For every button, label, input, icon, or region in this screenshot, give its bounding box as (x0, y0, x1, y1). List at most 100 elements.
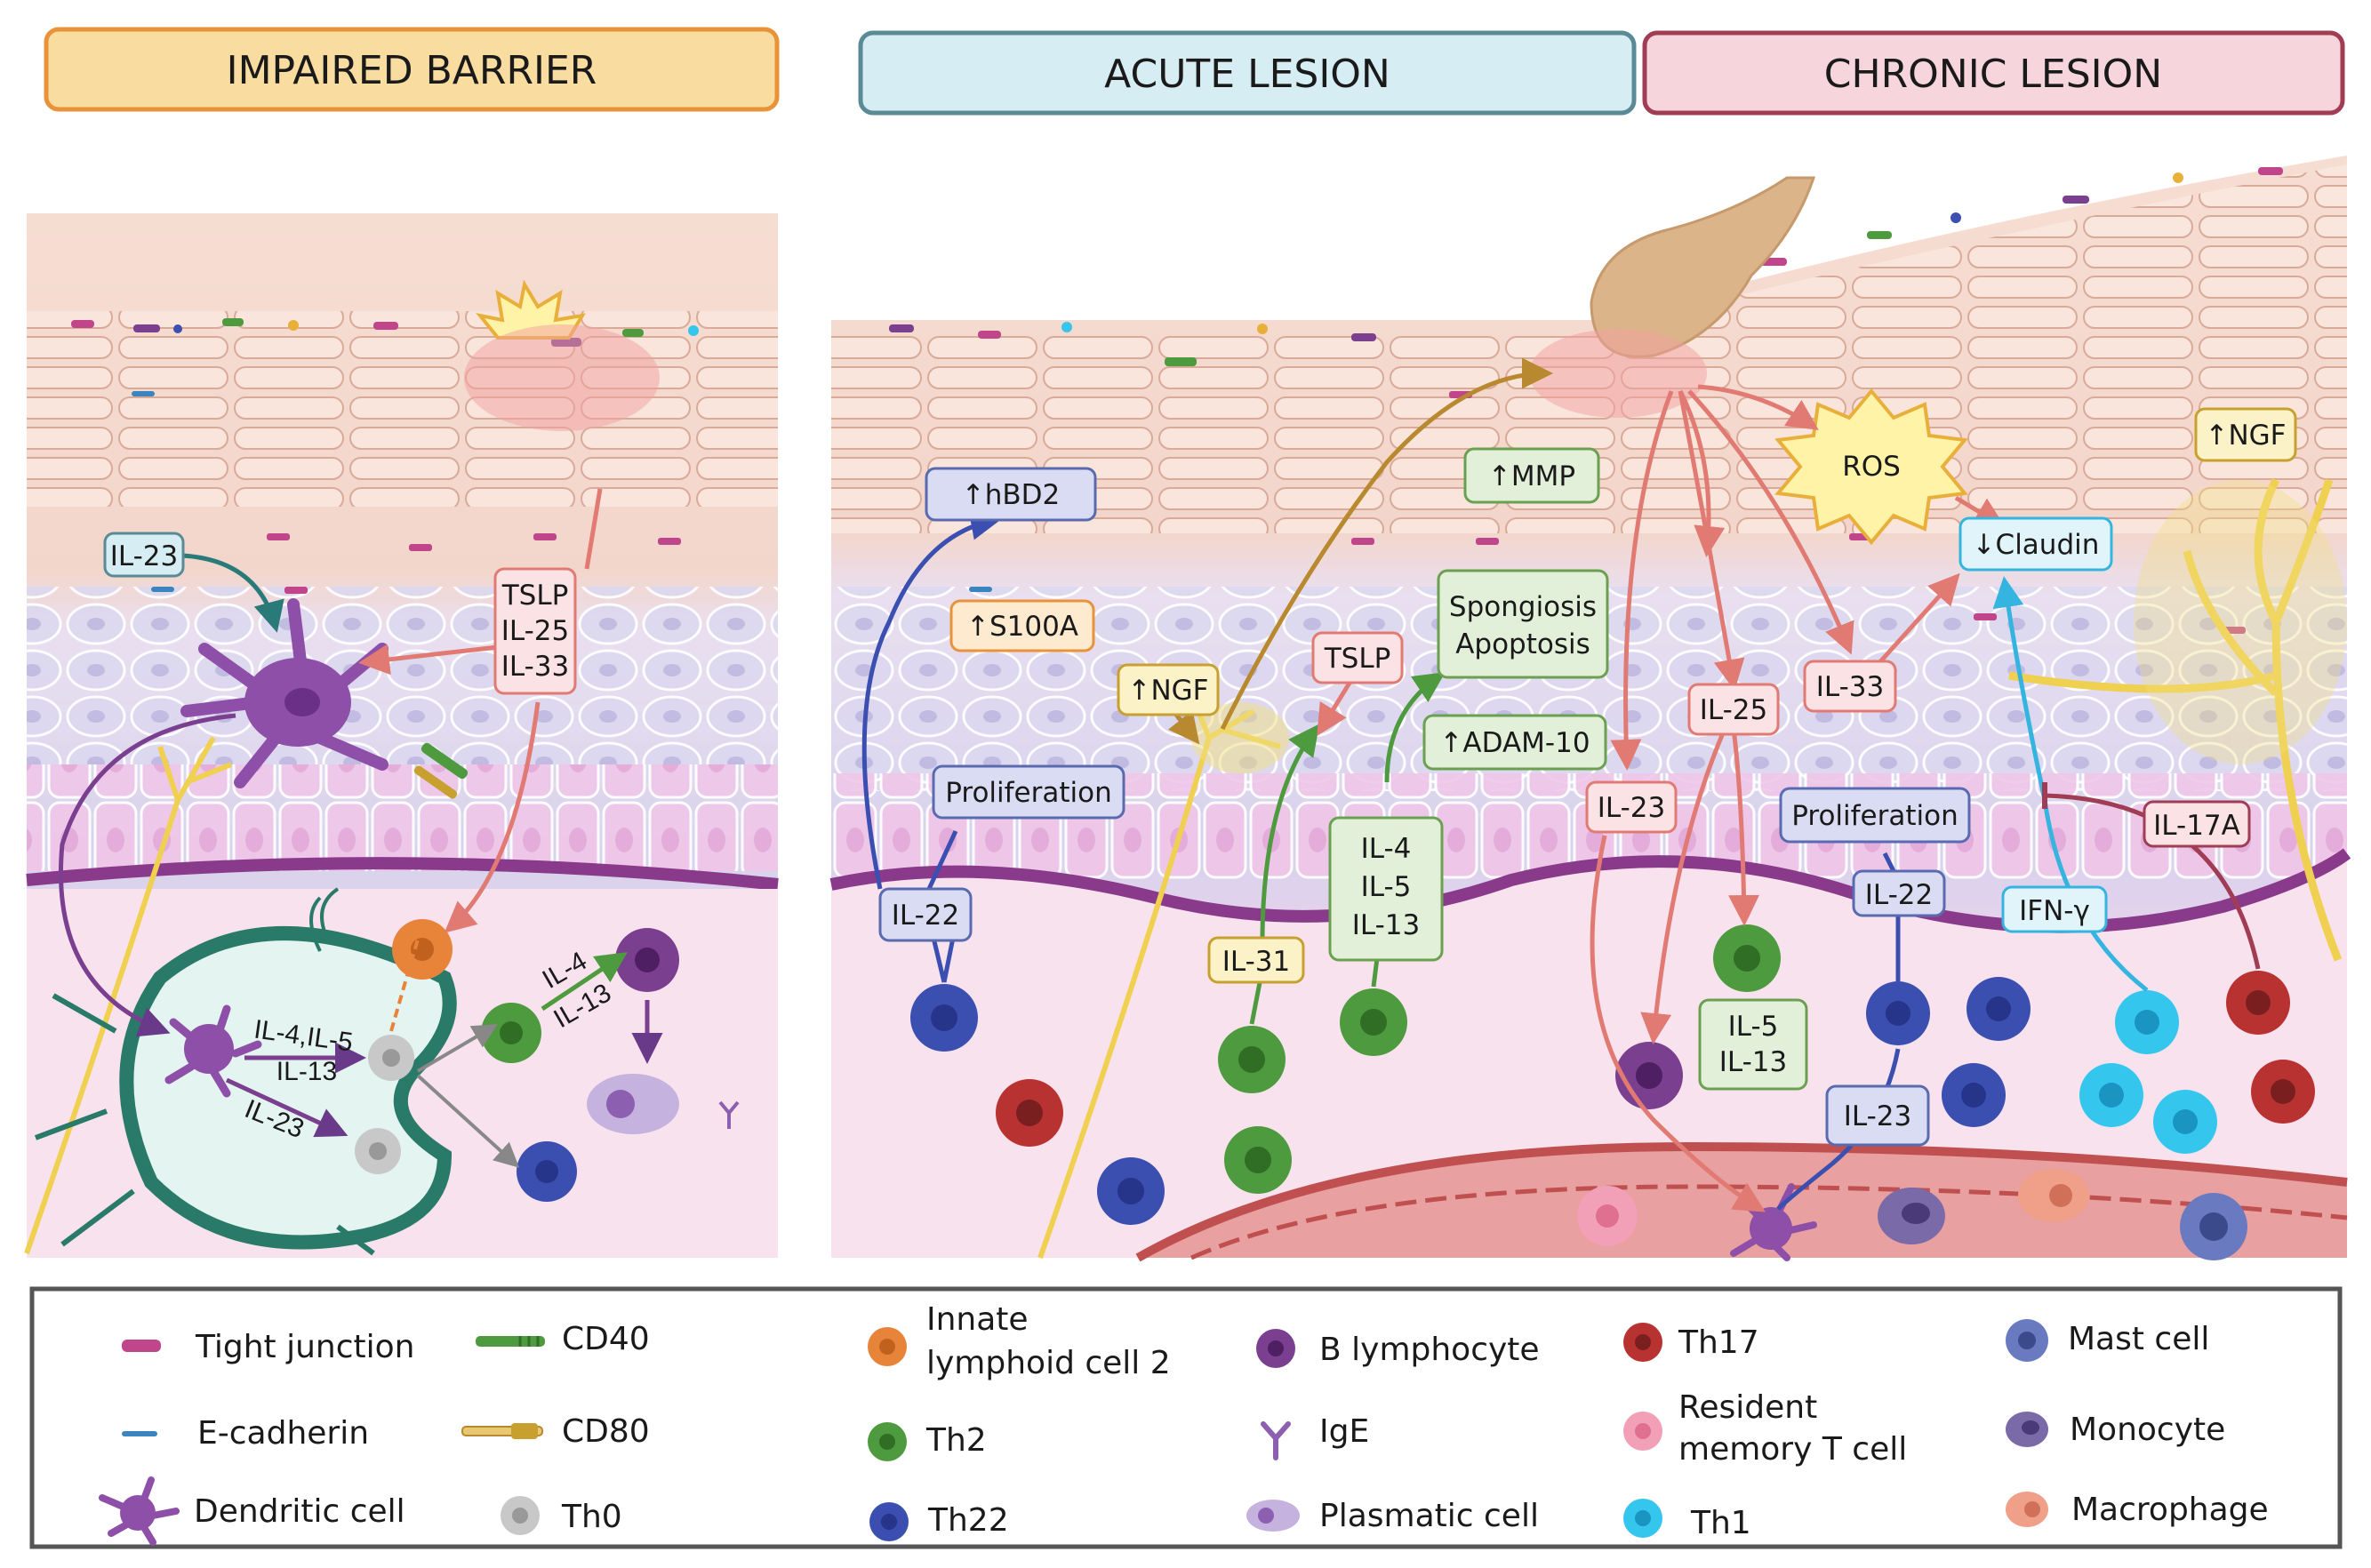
th1-cell-a (2115, 990, 2179, 1054)
label-box-il33-mid: IL-33 (1803, 660, 1897, 713)
svg-text:IL-23: IL-23 (110, 540, 179, 572)
svg-text:IL-13: IL-13 (1352, 909, 1421, 941)
legend-mast-cell-icon (2006, 1319, 2048, 1362)
ros-burst: ROS (1774, 388, 1968, 546)
legend-monocyte-icon (2006, 1412, 2048, 1447)
legend-th0-icon (501, 1496, 540, 1535)
svg-text:IL-31: IL-31 (1222, 946, 1291, 978)
legend-plasmatic-cell-icon (1246, 1500, 1300, 1532)
label-box-ngf-acute: ↑NGF (1117, 663, 1220, 716)
svg-text:IL-23: IL-23 (1844, 1100, 1912, 1132)
legend-tight-junction-icon (122, 1340, 161, 1352)
svg-text:IL-23: IL-23 (1598, 792, 1666, 824)
legend-th17: Th17 (1678, 1324, 1759, 1361)
header-impaired-barrier: IMPAIRED BARRIER (44, 27, 780, 112)
label-ros: ROS (1842, 451, 1901, 483)
th0-cell-2 (355, 1128, 401, 1174)
arrow-il23-to-vessel (1590, 835, 1766, 1212)
svg-text:↑NGF: ↑NGF (1127, 675, 1208, 707)
label-box-mmp: ↑MMP (1463, 447, 1600, 504)
arrow-dc-to-th0-b (225, 1077, 348, 1138)
dendritic-cell-epidermis (180, 598, 469, 799)
monocyte-vessel (1878, 1188, 1945, 1244)
legend-e-cadherin-icon (122, 1431, 157, 1436)
legend-resident-line1: Resident (1678, 1389, 1817, 1426)
header-acute-text: ACUTE LESION (1104, 52, 1390, 97)
surface-microbes-right (889, 167, 2283, 366)
legend-dendritic-cell-icon (99, 1476, 180, 1546)
svg-text:Proliferation: Proliferation (1791, 800, 1958, 832)
label-box-spongiosis: Spongiosis Apoptosis (1437, 569, 1609, 679)
legend-ilc2-icon (868, 1327, 907, 1366)
arrow-il22-to-hbd2 (861, 508, 1002, 890)
svg-text:↑MMP: ↑MMP (1488, 460, 1575, 492)
legend-ilc2-line1: Innate (926, 1301, 1029, 1338)
legend-b-lymphocyte-icon (1256, 1329, 1295, 1368)
svg-text:IL-25: IL-25 (501, 615, 570, 647)
label-box-il23-bottom: IL-23 (1825, 1084, 1930, 1147)
label-box-ngf-chronic: ↑NGF (2194, 407, 2297, 462)
label-box-prolif-chronic: Proliferation (1779, 787, 1971, 844)
arrow-dc-to-node (58, 713, 236, 1037)
header-impaired-text: IMPAIRED BARRIER (227, 48, 597, 93)
label-box-s100a: ↑S100A (949, 599, 1095, 652)
legend-resident-line2: memory T cell (1678, 1431, 1907, 1468)
legend-resident-icon (1623, 1412, 1662, 1451)
arrow-nerve-to-scratch (1220, 357, 1553, 731)
arrow-il33-to-claudin (1874, 572, 1960, 668)
arrow-tslp-to-ilc2 (444, 701, 541, 933)
label-box-il23-mid: IL-23 (1585, 780, 1678, 834)
label-box-hbd2: ↑hBD2 (925, 467, 1097, 522)
svg-text:IL-13: IL-13 (1719, 1046, 1788, 1078)
macrophage-vessel (2018, 1169, 2089, 1222)
label-box-il17a: IL-17A (2143, 800, 2251, 848)
th22-cell-a (910, 984, 978, 1052)
b-lymphocyte-a (1615, 1042, 1683, 1109)
label-box-adam10: ↑ADAM-10 (1422, 714, 1607, 771)
arrow-il23-to-dc (181, 553, 284, 633)
ige-icon-left (718, 1100, 740, 1129)
th22-cell-c (1866, 981, 1930, 1045)
header-chronic-text: CHRONIC LESION (1824, 52, 2162, 97)
legend-cd40-icon (476, 1336, 545, 1347)
svg-text:IL-5: IL-5 (1728, 1011, 1779, 1043)
svg-text:IL-22: IL-22 (892, 900, 960, 932)
legend-tight-junction: Tight junction (195, 1329, 415, 1365)
th22-cell-e (1942, 1063, 2006, 1127)
label-node-il13: IL-13 (276, 1057, 337, 1086)
label-box-il23-left: IL-23 (103, 532, 185, 578)
svg-text:IL-5: IL-5 (1361, 871, 1412, 903)
th22-cell-b (1097, 1157, 1165, 1225)
label-box-claudin: ↓Claudin (1958, 516, 2113, 572)
label-box-tslp-acute: TSLP (1311, 631, 1404, 684)
legend-ige: IgE (1319, 1413, 1369, 1450)
svg-text:Spongiosis: Spongiosis (1449, 591, 1597, 623)
legend-th0: Th0 (561, 1499, 622, 1535)
th22-cell-d (1966, 977, 2031, 1041)
th17-cell-b (2226, 971, 2290, 1035)
label-box-il4-il5-il13: IL-4 IL-5 IL-13 (1328, 816, 1444, 962)
plasmatic-cell-left (587, 1074, 679, 1134)
svg-text:IL-17A: IL-17A (2153, 810, 2240, 842)
svg-text:IL-33: IL-33 (1816, 671, 1885, 703)
svg-text:IL-25: IL-25 (1700, 694, 1768, 726)
resident-memory-t-cell (1577, 1186, 1638, 1246)
label-box-ifng: IFN-γ (2001, 885, 2108, 933)
label-box-il25-mid: IL-25 (1687, 683, 1780, 736)
legend-macrophage-icon (2006, 1492, 2048, 1527)
arrow-scratch-to-il33 (1687, 389, 1854, 655)
th1-cell-b (2079, 1063, 2143, 1127)
legend-cd40: CD40 (562, 1321, 650, 1357)
label-box-tslp-left: TSLP IL-25 IL-33 (493, 567, 577, 695)
legend-e-cadherin: E-cadherin (197, 1415, 369, 1452)
legend-ilc2-line2: lymphoid cell 2 (926, 1345, 1171, 1381)
th2-cell-c (1340, 988, 1407, 1056)
legend-th2: Th2 (925, 1422, 987, 1459)
th2-cell-d (1713, 924, 1781, 992)
arrow-scratch-to-ros (1697, 384, 1819, 430)
svg-text:IL-22: IL-22 (1865, 879, 1934, 911)
legend-th22: Th22 (927, 1502, 1009, 1539)
dendritic-cell-node (164, 1004, 262, 1098)
th22-cell-left (517, 1141, 577, 1202)
